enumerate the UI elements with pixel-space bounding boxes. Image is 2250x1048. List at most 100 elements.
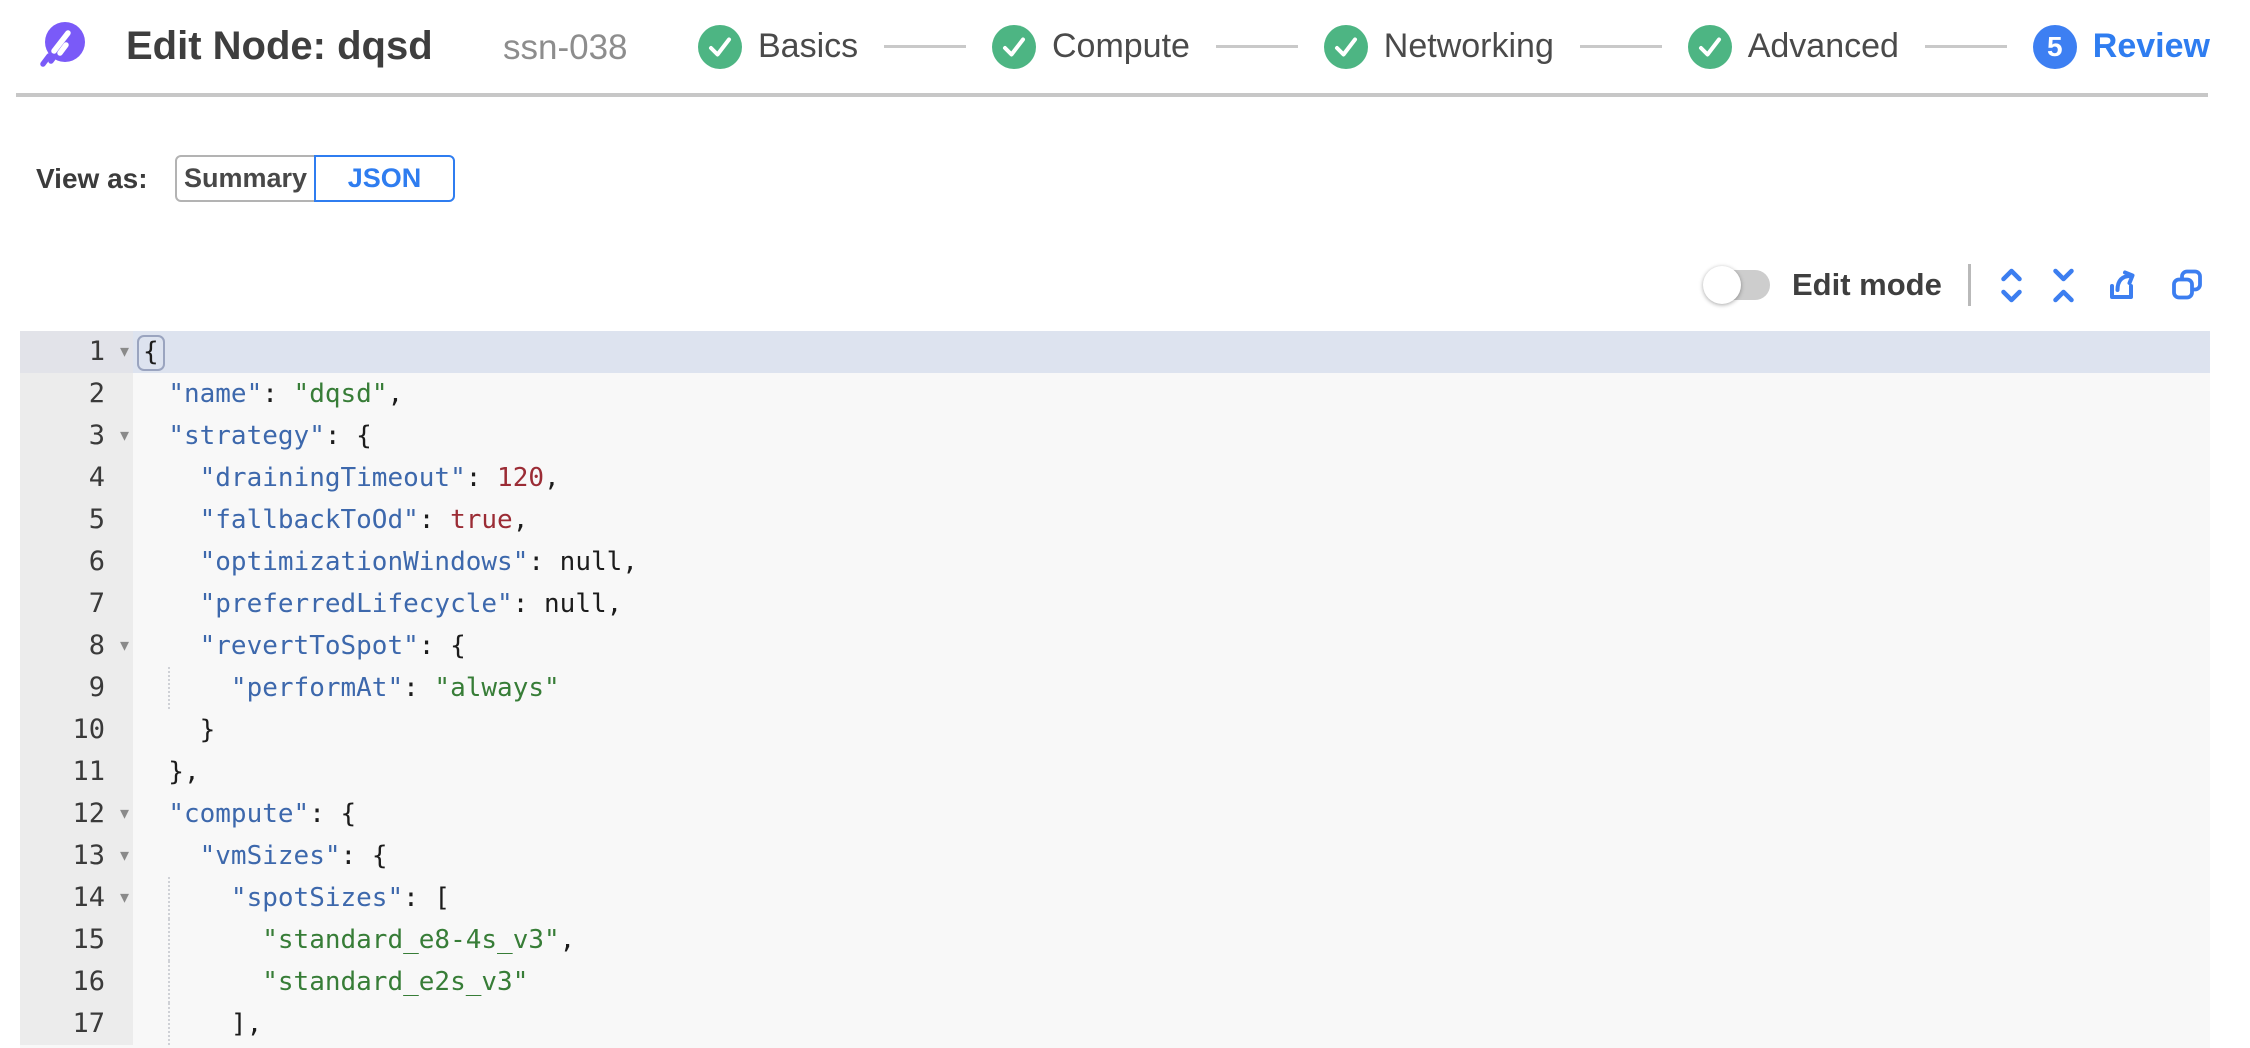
page-title: Edit Node: dqsd — [126, 24, 433, 68]
code-line: 2 "name": "dqsd", — [20, 373, 2210, 415]
code-line-content[interactable]: "performAt": "always" — [133, 667, 2210, 709]
step-label: Basics — [758, 27, 859, 65]
line-number: 4 — [20, 457, 133, 499]
code-line: 4 "drainingTimeout": 120, — [20, 457, 2210, 499]
code-line-content[interactable]: "standard_e8-4s_v3", — [133, 919, 2210, 961]
code-line-content[interactable]: "vmSizes": { — [199, 841, 388, 871]
line-number: 8▾ — [20, 625, 133, 667]
view-as-summary-button[interactable]: Summary — [175, 155, 316, 202]
code-line: 14▾ "spotSizes": [ — [20, 877, 2210, 919]
step-complete-check-icon — [1323, 24, 1368, 69]
toolbar-divider — [1967, 264, 1971, 306]
step-basics[interactable]: Basics — [698, 24, 859, 69]
step-connector — [1579, 45, 1662, 48]
step-label: Advanced — [1747, 27, 1899, 65]
code-line-content[interactable]: "preferredLifecycle": null, — [199, 589, 623, 619]
step-label: Review — [2092, 27, 2210, 65]
code-line-content[interactable]: "optimizationWindows": null, — [199, 547, 638, 577]
fold-toggle-icon[interactable]: ▾ — [119, 341, 129, 362]
header-divider — [16, 93, 2208, 97]
view-as-segmented-control: Summary JSON — [175, 155, 455, 202]
step-complete-check-icon — [991, 24, 1036, 69]
code-line-content[interactable]: } — [137, 715, 216, 745]
export-button[interactable] — [2103, 266, 2141, 304]
export-icon — [2109, 270, 2135, 299]
code-line: 15 "standard_e8-4s_v3", — [20, 919, 2210, 961]
code-line: 16 "standard_e2s_v3" — [20, 961, 2210, 1003]
indent-guide — [168, 961, 171, 1003]
line-number: 1▾ — [20, 331, 133, 373]
code-editor[interactable]: 1▾{2 "name": "dqsd",3▾ "strategy": {4 "d… — [20, 331, 2210, 1048]
fold-toggle-icon[interactable]: ▾ — [119, 845, 129, 866]
fold-toggle-icon[interactable]: ▾ — [119, 425, 129, 446]
indent-guide — [168, 919, 171, 961]
line-number: 15 — [20, 919, 133, 961]
code-line: 9 "performAt": "always" — [20, 667, 2210, 709]
wizard-stepper: Basics Compute Networking Advanced 5 Rev… — [698, 0, 2210, 93]
code-line: 6 "optimizationWindows": null, — [20, 541, 2210, 583]
line-number: 9 — [20, 667, 133, 709]
code-line: 8▾ "revertToSpot": { — [20, 625, 2210, 667]
node-id-label: ssn-038 — [503, 28, 628, 67]
code-line: 17 ], — [20, 1003, 2210, 1045]
step-number-badge: 5 — [2032, 24, 2077, 69]
code-line-content[interactable]: "compute": { — [168, 799, 357, 829]
step-networking[interactable]: Networking — [1323, 24, 1554, 69]
code-line: 5 "fallbackToOd": true, — [20, 499, 2210, 541]
step-complete-check-icon — [698, 24, 742, 69]
edit-mode-toggle[interactable] — [1703, 266, 1770, 304]
code-line-content[interactable]: "spotSizes": [ — [133, 877, 2210, 919]
code-line: 10 } — [20, 709, 2210, 751]
step-review[interactable]: 5 Review — [2032, 24, 2210, 69]
code-line: 13▾ "vmSizes": { — [20, 835, 2210, 877]
step-complete-check-icon — [1687, 24, 1732, 69]
line-number: 11 — [20, 751, 133, 793]
copy-button[interactable] — [2168, 266, 2206, 304]
step-connector — [1215, 45, 1298, 48]
spot-logo-icon — [40, 22, 85, 67]
step-compute[interactable]: Compute — [991, 24, 1190, 69]
code-line: 1▾{ — [20, 331, 2210, 373]
wizard-header: Edit Node: dqsd ssn-038 Basics Compute N… — [0, 0, 2250, 93]
line-number: 6 — [20, 541, 133, 583]
toggle-knob — [1703, 266, 1741, 304]
line-number: 17 — [20, 1003, 133, 1045]
code-line: 11 }, — [20, 751, 2210, 793]
line-number: 7 — [20, 583, 133, 625]
line-number: 5 — [20, 499, 133, 541]
line-number: 16 — [20, 961, 133, 1003]
code-line-content[interactable]: "revertToSpot": { — [199, 631, 466, 661]
line-number: 14▾ — [20, 877, 133, 919]
line-number: 12▾ — [20, 793, 133, 835]
code-line-content[interactable]: { — [133, 331, 2210, 373]
indent-guide — [168, 877, 171, 919]
line-number: 10 — [20, 709, 133, 751]
fold-toggle-icon[interactable]: ▾ — [119, 887, 129, 908]
view-as-label: View as: — [36, 163, 148, 194]
code-line-content[interactable]: "standard_e2s_v3" — [133, 961, 2210, 1003]
fold-toggle-icon[interactable]: ▾ — [119, 803, 129, 824]
code-line-content[interactable]: "fallbackToOd": true, — [199, 505, 529, 535]
fold-toggle-icon[interactable]: ▾ — [119, 635, 129, 656]
code-line: 3▾ "strategy": { — [20, 415, 2210, 457]
line-number: 13▾ — [20, 835, 133, 877]
collapse-all-button[interactable] — [2051, 265, 2076, 306]
code-line-content[interactable]: }, — [137, 757, 200, 787]
code-line-content[interactable]: "strategy": { — [168, 421, 372, 451]
code-line-content[interactable]: "drainingTimeout": 120, — [199, 463, 560, 493]
view-as-json-button[interactable]: JSON — [314, 155, 455, 202]
code-line-content[interactable]: "name": "dqsd", — [168, 379, 404, 409]
expand-all-button[interactable] — [1999, 265, 2024, 306]
editor-toolbar: Edit mode — [1703, 262, 2206, 308]
code-line-content[interactable]: ], — [133, 1003, 2210, 1045]
step-connector — [884, 45, 966, 48]
edit-mode-label: Edit mode — [1792, 267, 1942, 302]
copy-icon — [2171, 269, 2202, 300]
step-label: Compute — [1051, 27, 1190, 65]
expand-icon — [2001, 268, 2022, 302]
collapse-icon — [2053, 268, 2074, 302]
step-label: Networking — [1383, 27, 1554, 65]
step-advanced[interactable]: Advanced — [1687, 24, 1899, 69]
step-connector — [1924, 45, 2007, 48]
code-line: 12▾ "compute": { — [20, 793, 2210, 835]
